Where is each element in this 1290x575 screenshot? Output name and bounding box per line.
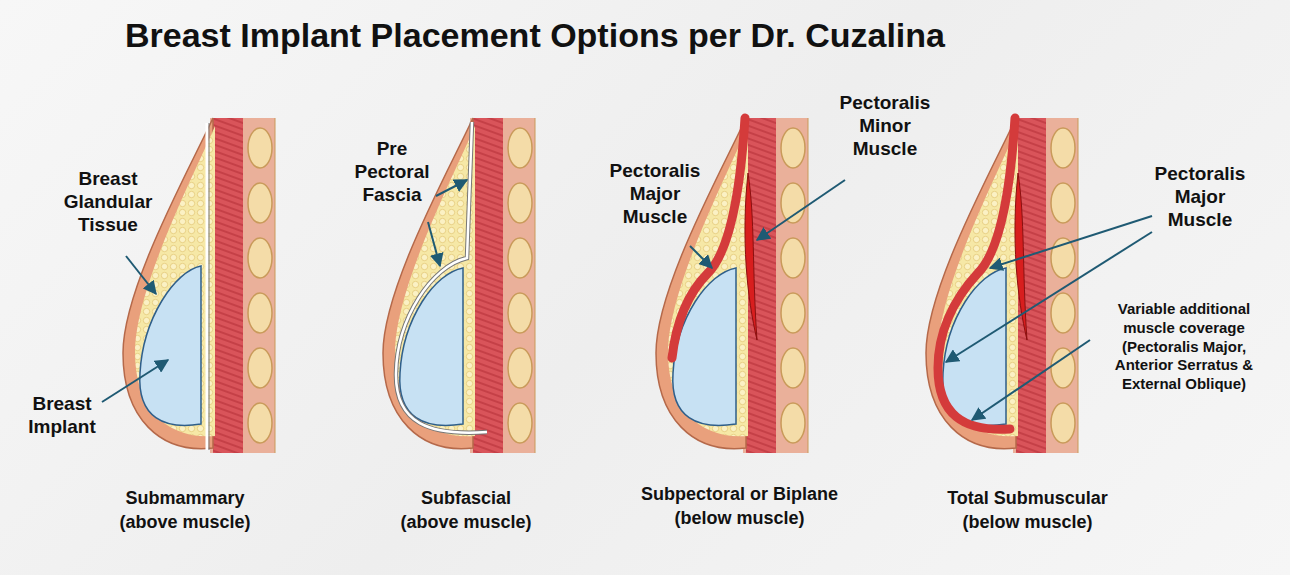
note-label: Variable additional muscle coverage (Pec… bbox=[1093, 300, 1275, 394]
part-label: Pre Pectoral Fascia bbox=[349, 138, 435, 206]
part-label: Pectoralis Minor Muscle bbox=[835, 92, 935, 160]
placement-caption: Subpectoral or Biplane (below muscle) bbox=[632, 482, 847, 531]
part-label: Breast Implant bbox=[18, 393, 106, 439]
placement-caption: Subfascial (above muscle) bbox=[395, 486, 537, 535]
diagram-title: Breast Implant Placement Options per Dr.… bbox=[125, 16, 945, 55]
placement-caption: Total Submuscular (below muscle) bbox=[935, 486, 1120, 535]
part-label: Pectoralis Major Muscle bbox=[605, 160, 705, 228]
part-label: Pectoralis Major Muscle bbox=[1150, 163, 1250, 231]
part-label: Breast Glandular Tissue bbox=[58, 168, 158, 236]
placement-caption: Submammary (above muscle) bbox=[110, 486, 260, 535]
